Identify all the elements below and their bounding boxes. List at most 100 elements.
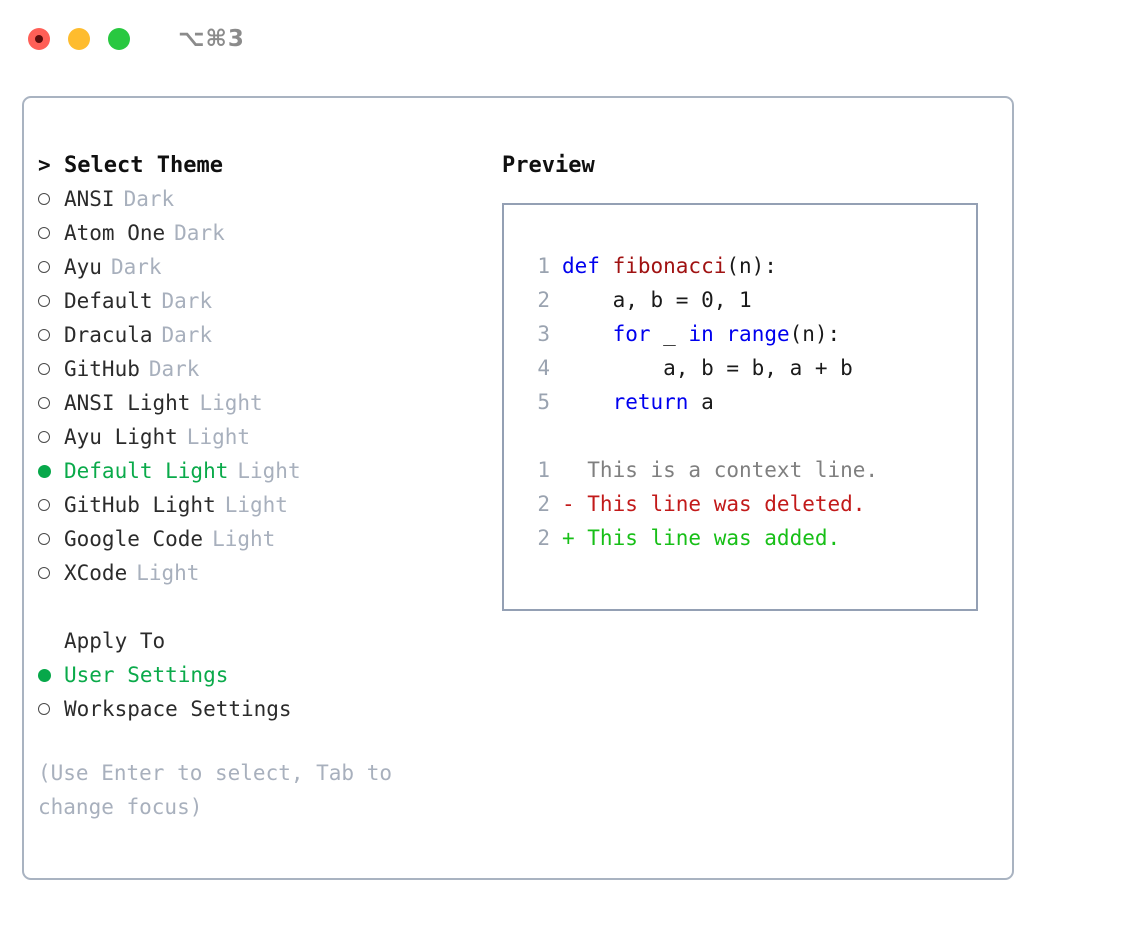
apply-to-radio-marker: [38, 703, 64, 715]
theme-name-label: Google Code: [64, 527, 204, 551]
radio-empty-icon: [38, 499, 50, 511]
code-token: a: [688, 390, 714, 414]
code-token: [714, 322, 727, 346]
close-window-button[interactable]: [28, 28, 50, 50]
theme-radio-marker: [38, 431, 64, 443]
theme-name-label: ANSI: [64, 187, 115, 211]
radio-empty-icon: [38, 261, 50, 273]
theme-radio-marker: [38, 261, 64, 273]
select-theme-title: Select Theme: [64, 152, 223, 178]
code-token: def: [562, 254, 613, 278]
theme-list-item[interactable]: Google Code Light: [38, 522, 498, 556]
theme-radio-marker: [38, 464, 64, 478]
code-line: 2 a, b = 0, 1: [518, 283, 976, 317]
theme-kind-label: Dark: [161, 289, 213, 313]
radio-selected-icon: [38, 464, 51, 478]
theme-list-item[interactable]: ANSI Light Light: [38, 386, 498, 420]
theme-list-item[interactable]: Default Dark: [38, 284, 498, 318]
radio-empty-icon: [38, 703, 50, 715]
preview-title: Preview: [502, 152, 595, 178]
theme-list-item[interactable]: GitHub Dark: [38, 352, 498, 386]
code-token: return: [612, 390, 689, 414]
theme-kind-label: Light: [224, 493, 288, 517]
theme-radio-marker: [38, 329, 64, 341]
theme-name-label: Default: [64, 289, 153, 313]
theme-kind-label: Dark: [174, 221, 225, 245]
diff-line-text: This is a context line.: [562, 458, 879, 482]
list-spacer: [38, 590, 498, 624]
code-token: a, b = 0, 1: [562, 288, 752, 312]
code-token: (n):: [789, 322, 841, 346]
theme-list-item[interactable]: ANSI Dark: [38, 182, 498, 216]
apply-to-option-label: Workspace Settings: [64, 697, 292, 721]
code-token: range: [726, 322, 790, 346]
apply-to-label: Apply To: [64, 629, 166, 653]
theme-list-item[interactable]: GitHub Light Light: [38, 488, 498, 522]
window-controls: [28, 28, 130, 50]
code-token: a, b = b, a + b: [562, 356, 853, 380]
theme-radio-marker: [38, 227, 64, 239]
radio-empty-icon: [38, 227, 50, 239]
line-number: 4: [537, 356, 550, 380]
theme-kind-label: Dark: [148, 357, 200, 381]
theme-radio-marker: [38, 499, 64, 511]
theme-kind-label: Dark: [123, 187, 175, 211]
keyboard-hint-text: (Use Enter to select, Tab to change focu…: [38, 761, 405, 819]
diff-line-text: - This line was deleted.: [562, 492, 866, 516]
theme-kind-label: Light: [136, 561, 200, 585]
code-token: for: [612, 322, 651, 346]
theme-kind-label: Light: [212, 527, 276, 551]
apply-to-radio-marker: [38, 668, 64, 682]
theme-name-label: Dracula: [64, 323, 153, 347]
theme-name-label: Ayu Light: [64, 425, 178, 449]
apply-to-option[interactable]: Workspace Settings: [38, 692, 498, 726]
radio-empty-icon: [38, 329, 50, 341]
radio-empty-icon: [38, 295, 50, 307]
keyboard-shortcut-label: ⌥⌘3: [178, 26, 245, 52]
theme-name-label: XCode: [64, 561, 128, 585]
theme-name-label: Default Light: [64, 459, 229, 483]
theme-kind-label: Light: [237, 459, 301, 483]
theme-radio-marker: [38, 567, 64, 579]
line-number: 2: [537, 288, 550, 312]
theme-list-item[interactable]: XCode Light: [38, 556, 498, 590]
line-number: 1: [537, 254, 550, 278]
diff-line: 1 This is a context line.: [518, 453, 976, 487]
code-token: _: [650, 322, 689, 346]
line-number: 1: [537, 458, 550, 482]
line-number: 2: [537, 492, 550, 516]
radio-empty-icon: [38, 193, 50, 205]
theme-name-label: GitHub: [64, 357, 140, 381]
theme-name-label: ANSI Light: [64, 391, 191, 415]
code-token: [562, 390, 613, 414]
code-line: 5 return a: [518, 385, 976, 419]
caret-icon: >: [38, 152, 51, 177]
theme-radio-marker: [38, 397, 64, 409]
apply-to-option[interactable]: User Settings: [38, 658, 498, 692]
theme-radio-marker: [38, 363, 64, 375]
minimize-window-button[interactable]: [68, 28, 90, 50]
radio-empty-icon: [38, 533, 50, 545]
code-token: in: [688, 322, 714, 346]
maximize-window-button[interactable]: [108, 28, 130, 50]
theme-list-item[interactable]: Atom One Dark: [38, 216, 498, 250]
theme-name-label: Atom One: [64, 221, 166, 245]
radio-empty-icon: [38, 363, 50, 375]
theme-kind-label: Light: [199, 391, 263, 415]
theme-name-label: GitHub Light: [64, 493, 216, 517]
line-number: 3: [537, 322, 550, 346]
code-line: 4 a, b = b, a + b: [518, 351, 976, 385]
code-diff-separator: [518, 419, 976, 453]
theme-list-item[interactable]: Default Light Light: [38, 454, 498, 488]
diff-sample: 1 This is a context line. 2 - This line wa…: [518, 453, 976, 555]
